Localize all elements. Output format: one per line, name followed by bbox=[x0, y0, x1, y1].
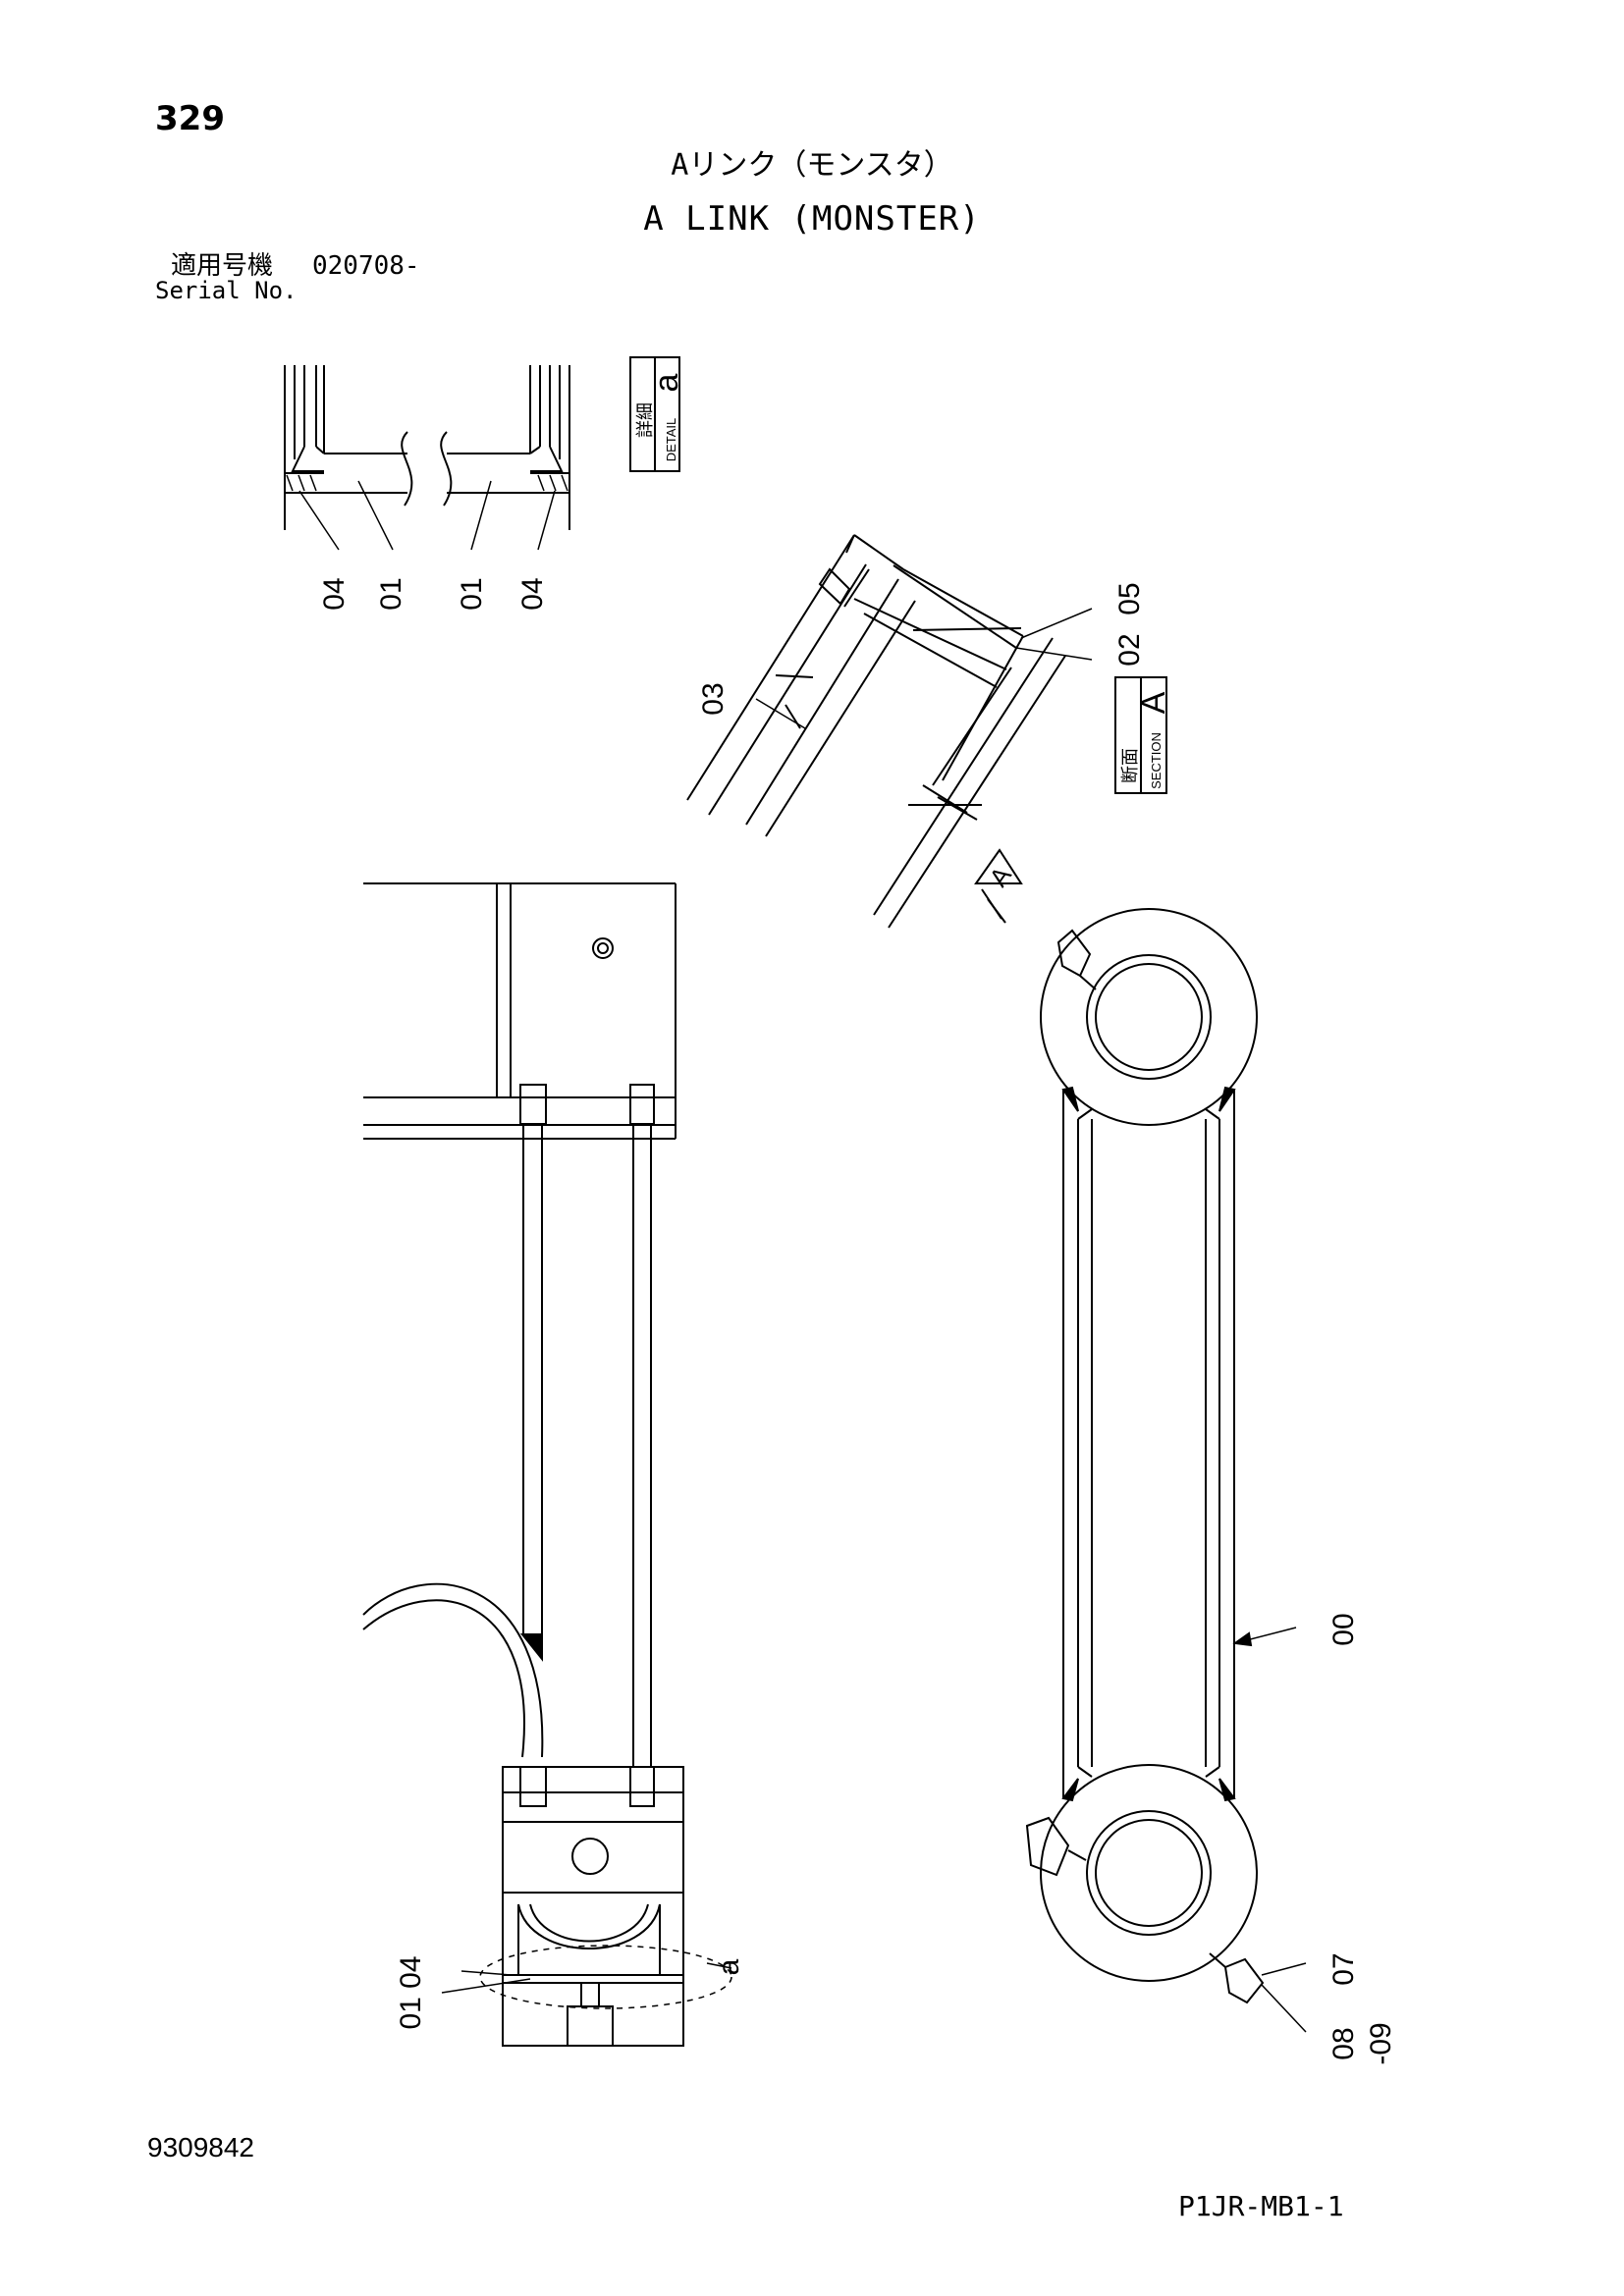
callout-04-right: 04 bbox=[516, 577, 549, 610]
title-english: A LINK (MONSTER) bbox=[643, 199, 981, 239]
detail-a-view bbox=[284, 365, 570, 551]
callout-01-04: 01 04 bbox=[395, 1955, 427, 2029]
assembly-front-view bbox=[362, 882, 732, 2047]
callout-01-left: 01 bbox=[375, 577, 407, 610]
callout-04-left: 04 bbox=[318, 577, 351, 610]
a-link-side-view bbox=[1025, 908, 1307, 2033]
detail-box-label-jp: 詳細 bbox=[635, 402, 655, 438]
callout-00: 00 bbox=[1327, 1613, 1360, 1645]
serial-value: 020708- bbox=[312, 251, 420, 281]
section-a-view bbox=[686, 534, 1093, 929]
sheet-code: P1JR-MB1-1 bbox=[1178, 2190, 1344, 2222]
section-box-label-jp: 断面 bbox=[1120, 748, 1140, 783]
callout-a: a bbox=[713, 1958, 745, 1975]
callout-09: -09 bbox=[1365, 2022, 1397, 2064]
callout-01-right: 01 bbox=[456, 577, 488, 610]
page-number: 329 bbox=[155, 99, 225, 138]
callout-03: 03 bbox=[697, 682, 730, 715]
detail-box-letter: a bbox=[648, 373, 685, 392]
serial-label-japanese: 適用号機 bbox=[171, 251, 274, 281]
section-box-label-en: SECTION bbox=[1149, 732, 1164, 789]
section-a-box bbox=[1114, 676, 1167, 794]
callout-05: 05 bbox=[1113, 582, 1146, 614]
serial-label-english: Serial No. bbox=[155, 277, 298, 304]
title-japanese: Aリンク（モンスタ） bbox=[671, 148, 953, 183]
detail-a-box bbox=[629, 356, 680, 472]
document-number: 9309842 bbox=[147, 2132, 255, 2163]
callout-08: 08 bbox=[1327, 2027, 1360, 2059]
detail-box-label-en: DETAIL bbox=[664, 418, 678, 462]
callout-02: 02 bbox=[1113, 633, 1146, 666]
callout-07: 07 bbox=[1327, 1952, 1360, 1985]
section-box-letter: A bbox=[1135, 691, 1172, 714]
